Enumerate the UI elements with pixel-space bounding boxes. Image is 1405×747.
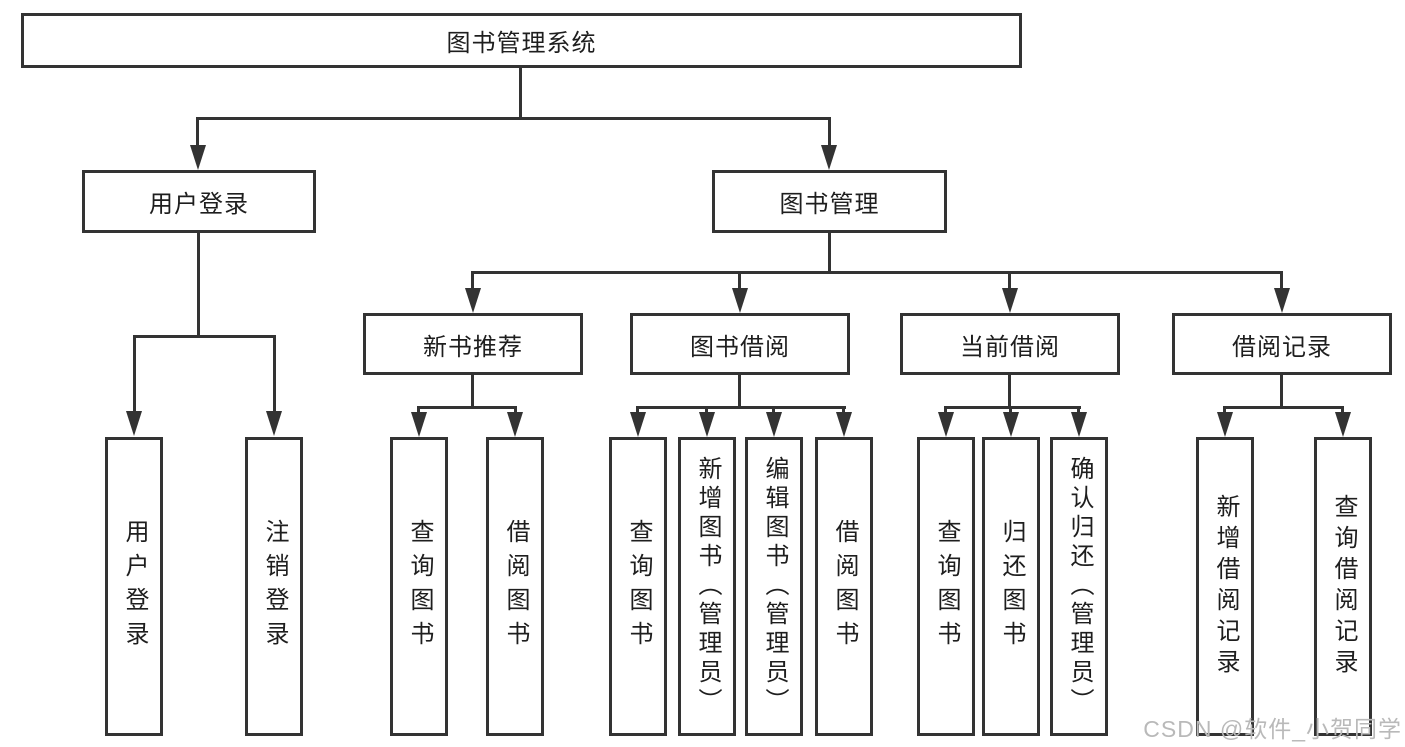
connector-line	[1009, 406, 1012, 415]
leaf-edit-books-admin: 编辑图书（管理员）	[745, 437, 803, 736]
node-current-borrowing: 当前借阅	[900, 313, 1120, 375]
connector-line	[471, 375, 474, 408]
connector-arrow	[766, 412, 782, 437]
leaf-label: 借阅图书	[502, 518, 529, 655]
connector-line	[1280, 375, 1283, 408]
connector-arrow	[266, 411, 282, 436]
connector-line	[944, 406, 947, 415]
connector-arrow	[507, 412, 523, 437]
connector-line	[1008, 375, 1011, 408]
connector-line	[705, 406, 708, 415]
connector-line	[738, 375, 741, 408]
connector-arrow	[465, 288, 481, 313]
leaf-label: 编辑图书（管理员）	[761, 456, 788, 717]
leaf-label: 用户登录	[121, 518, 148, 655]
connector-line	[828, 233, 831, 274]
leaf-label: 查询图书	[625, 518, 652, 655]
connector-line	[1077, 406, 1080, 415]
leaf-borrow-books-borrowing: 借阅图书	[815, 437, 873, 736]
leaf-query-books-current: 查询图书	[917, 437, 975, 736]
connector-line	[417, 406, 420, 415]
node-user-login: 用户登录	[82, 170, 316, 233]
node-label: 图书管理系统	[446, 30, 597, 57]
leaf-label: 确认归还（管理员）	[1066, 456, 1093, 717]
node-label: 借阅记录	[1232, 333, 1332, 361]
node-label: 当前借阅	[960, 333, 1060, 361]
leaf-label: 新增图书（管理员）	[694, 456, 721, 717]
leaf-user-login: 用户登录	[105, 437, 163, 736]
connector-line	[772, 406, 775, 415]
leaf-label: 查询借阅记录	[1330, 493, 1357, 680]
connector-line	[636, 406, 639, 415]
connector-arrow	[630, 412, 646, 437]
connector-arrow	[126, 411, 142, 436]
connector-line	[519, 68, 522, 119]
leaf-label: 查询图书	[406, 518, 433, 655]
leaf-label: 注销登录	[261, 518, 288, 655]
connector-line	[1341, 406, 1344, 415]
leaf-add-books-admin: 新增图书（管理员）	[678, 437, 736, 736]
connector-line	[273, 335, 276, 413]
connector-line	[842, 406, 845, 415]
connector-arrow	[699, 412, 715, 437]
node-book-management: 图书管理	[712, 170, 947, 233]
connector-line	[471, 271, 1282, 274]
node-new-book-recommend: 新书推荐	[363, 313, 583, 375]
connector-arrow	[1274, 288, 1290, 313]
leaf-query-borrow-record: 查询借阅记录	[1314, 437, 1372, 736]
connector-line	[417, 406, 517, 409]
connector-line	[828, 117, 831, 149]
connector-arrow	[1002, 288, 1018, 313]
leaf-borrow-books-recommend: 借阅图书	[486, 437, 544, 736]
connector-line	[1280, 271, 1283, 291]
connector-arrow	[1217, 412, 1233, 437]
connector-line	[471, 271, 474, 291]
node-borrowing-records: 借阅记录	[1172, 313, 1392, 375]
leaf-add-borrow-record: 新增借阅记录	[1196, 437, 1254, 736]
leaf-return-books: 归还图书	[982, 437, 1040, 736]
connector-arrow	[938, 412, 954, 437]
node-book-borrowing: 图书借阅	[630, 313, 850, 375]
node-label: 图书管理	[779, 191, 880, 218]
connector-arrow	[836, 412, 852, 437]
leaf-logout: 注销登录	[245, 437, 303, 736]
node-label: 用户登录	[149, 191, 249, 218]
node-library-management-system: 图书管理系统	[21, 13, 1022, 68]
leaf-label: 新增借阅记录	[1212, 493, 1239, 680]
leaf-label: 查询图书	[933, 518, 960, 655]
leaf-query-books-borrowing: 查询图书	[609, 437, 667, 736]
connector-line	[197, 233, 200, 337]
connector-arrow	[1003, 412, 1019, 437]
leaf-label: 借阅图书	[831, 518, 858, 655]
connector-line	[1223, 406, 1344, 409]
connector-line	[1008, 271, 1011, 291]
connector-line	[636, 406, 846, 409]
connector-arrow	[1071, 412, 1087, 437]
csdn-watermark: CSDN @软件_小贺同学	[1143, 716, 1402, 742]
connector-arrow	[190, 145, 206, 170]
connector-line	[133, 335, 276, 338]
leaf-label: 归还图书	[998, 518, 1025, 655]
leaf-confirm-return-admin: 确认归还（管理员）	[1050, 437, 1108, 736]
leaf-query-books-recommend: 查询图书	[390, 437, 448, 736]
connector-line	[514, 406, 517, 415]
connector-line	[133, 335, 136, 413]
connector-arrow	[411, 412, 427, 437]
connector-line	[1223, 406, 1226, 415]
connector-line	[738, 271, 741, 291]
connector-line	[196, 117, 199, 149]
node-label: 图书借阅	[690, 333, 790, 361]
connector-arrow	[1335, 412, 1351, 437]
connector-arrow	[732, 288, 748, 313]
node-label: 新书推荐	[423, 333, 523, 361]
connector-line	[196, 117, 831, 120]
connector-arrow	[821, 145, 837, 170]
connector-line	[944, 406, 1081, 409]
